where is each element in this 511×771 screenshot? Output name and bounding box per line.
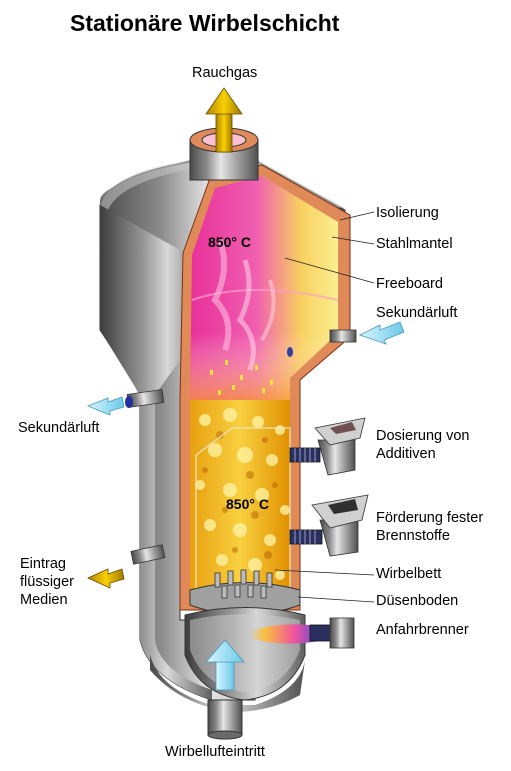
label-freeboard: Freeboard — [376, 276, 443, 292]
label-wirbelbett: Wirbelbett — [376, 566, 442, 582]
secondary-air-nozzle-left — [86, 389, 165, 416]
bottom-cone — [150, 655, 305, 712]
viewing-port — [287, 347, 293, 357]
label-dosierung-line1: Dosierung von — [376, 428, 470, 444]
label-rauchgas: Rauchgas — [192, 65, 258, 81]
label-eintrag-line2: flüssiger — [20, 574, 74, 590]
flame-streaks — [211, 239, 276, 371]
label-sekundaerluft-right: Sekundärluft — [376, 305, 458, 321]
exhaust-arrow — [205, 87, 243, 153]
leader-lines — [274, 211, 375, 603]
steel-top-cone — [100, 160, 345, 210]
steel-upper-cylinder — [100, 205, 212, 700]
label-wirbellufteintritt: Wirbellufteintritt — [165, 744, 265, 760]
label-sekundaerluft-left: Sekundärluft — [18, 420, 100, 436]
sparks — [210, 360, 273, 395]
bed-cutout-box — [195, 427, 291, 596]
fluid-air-arrow — [205, 639, 245, 691]
label-dosierung-line2: Additiven — [376, 446, 436, 462]
freeboard-horizon — [191, 289, 339, 301]
label-anfahrbrenner: Anfahrbrenner — [376, 622, 469, 638]
label-stahlmantel: Stahlmantel — [376, 236, 453, 252]
temperature-freeboard: 850° C — [208, 234, 251, 250]
label-duesenboden: Düsenboden — [376, 593, 459, 609]
label-eintrag-line3: Medien — [20, 592, 68, 608]
secondary-air-nozzle-right — [329, 321, 405, 345]
diagram-title: Stationäre Wirbelschicht — [70, 10, 340, 36]
additive-hopper — [289, 417, 366, 476]
liquid-feed-nozzle — [87, 544, 166, 589]
label-foerderung-line2: Brennstoffe — [376, 528, 450, 544]
fuel-hopper — [289, 494, 369, 557]
bottom-pipe-end — [207, 730, 243, 740]
label-eintrag-line1: Eintrag — [20, 556, 66, 572]
temperature-bed: 850° C — [226, 496, 269, 512]
bed-particles — [195, 408, 290, 580]
bottom-pipe — [207, 699, 243, 736]
label-isolierung: Isolierung — [376, 205, 439, 221]
nozzles — [214, 569, 273, 599]
bed-dark-spots — [202, 431, 278, 559]
label-foerderung-line1: Förderung fester — [376, 510, 484, 526]
startup-burner — [250, 617, 355, 649]
